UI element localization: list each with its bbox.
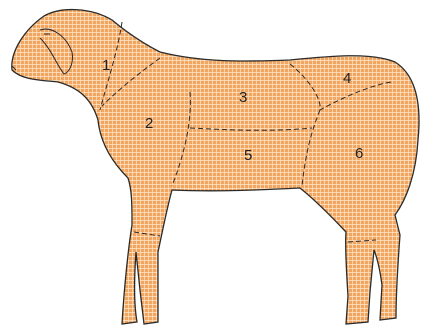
cut-label-2: 2 [145, 115, 153, 132]
cut-label-5: 5 [244, 147, 252, 164]
cut-label-3: 3 [239, 89, 247, 106]
cut-label-4: 4 [343, 70, 351, 87]
cut-label-1: 1 [102, 57, 110, 74]
cut-label-6: 6 [355, 145, 363, 162]
